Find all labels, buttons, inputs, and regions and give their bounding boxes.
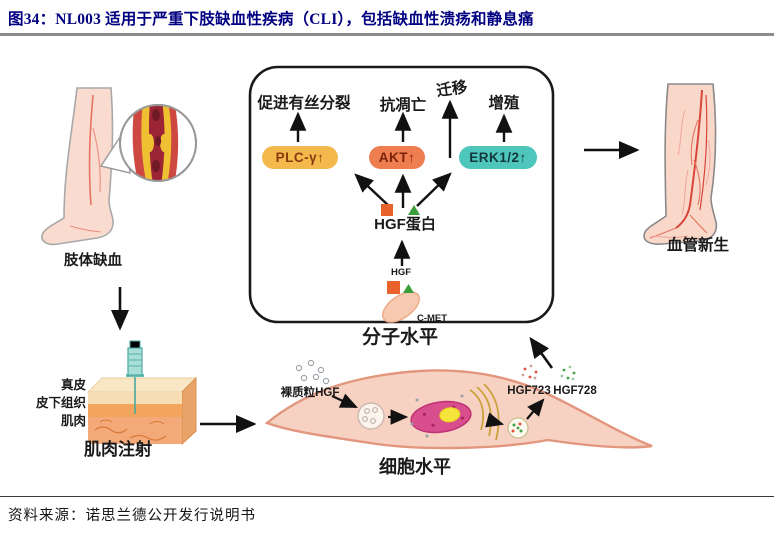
figure-title: 图34：NL003 适用于严重下肢缺血性疾病（CLI），包括缺血性溃疡和静息痛 bbox=[8, 11, 534, 28]
syringe-icon bbox=[126, 340, 144, 414]
molecular-box bbox=[248, 65, 555, 324]
endocytic-vesicle bbox=[357, 402, 385, 430]
limb-ischemia-label: 肢体缺血 bbox=[64, 253, 122, 269]
dermis-label: 真皮 bbox=[60, 378, 86, 392]
hgf-ligand-label: HGF bbox=[390, 267, 412, 278]
outcome-proliferation-label: 增殖 bbox=[488, 95, 520, 112]
skin-block-illustration bbox=[86, 340, 198, 446]
outcome-mitosis-label: 促进有丝分裂 bbox=[257, 95, 351, 112]
muscle-label: 肌肉 bbox=[60, 414, 86, 428]
source-note: 资料来源：诺思兰德公开发行说明书 bbox=[8, 508, 256, 524]
hgf728-label: HGF728 bbox=[553, 385, 597, 397]
outcome-antiapoptosis-label: 抗凋亡 bbox=[379, 97, 427, 114]
subcutaneous-label: 皮下组织 bbox=[35, 396, 86, 410]
hgf-ligand-square bbox=[387, 281, 400, 294]
pill-erk12: ERK1/2↑ bbox=[459, 146, 537, 169]
cell-nucleus bbox=[410, 400, 472, 434]
hgf723-particles bbox=[521, 364, 538, 380]
hgf728-particles bbox=[560, 365, 576, 381]
injection-caption: 肌肉注射 bbox=[84, 440, 152, 459]
cell-caption: 细胞水平 bbox=[379, 457, 451, 477]
vessel-magnifier bbox=[99, 104, 197, 182]
left-leg-illustration bbox=[41, 87, 114, 246]
cell-to-molecular-arrow bbox=[529, 336, 554, 369]
golgi-apparatus bbox=[469, 383, 500, 441]
secretory-vesicle bbox=[507, 417, 529, 439]
pathway-arrows bbox=[289, 99, 513, 266]
hgf-protein-icons bbox=[381, 204, 420, 216]
muscle-cell-illustration bbox=[264, 359, 653, 450]
hgf-ligand-triangle bbox=[403, 284, 414, 293]
pill-akt: AKT↑ bbox=[369, 146, 425, 169]
cmet-receptor bbox=[381, 281, 421, 323]
hgf723-label: HGF723 bbox=[507, 385, 551, 397]
plasmid-label: 裸质粒HGF bbox=[280, 387, 340, 399]
molecular-caption: 分子水平 bbox=[361, 327, 438, 348]
bottom-divider bbox=[0, 496, 774, 497]
right-leg-illustration bbox=[643, 83, 718, 245]
hgf-protein-label: HGF蛋白 bbox=[374, 216, 436, 233]
plasmid-particles bbox=[295, 359, 330, 385]
pill-plc-gamma: PLC-γ↑ bbox=[262, 146, 338, 169]
cmet-label: C-MET bbox=[416, 313, 448, 324]
top-divider bbox=[0, 33, 774, 36]
angiogenesis-label: 血管新生 bbox=[666, 237, 729, 254]
blocked-artery-inset bbox=[132, 105, 179, 181]
nucleolus bbox=[439, 407, 461, 423]
